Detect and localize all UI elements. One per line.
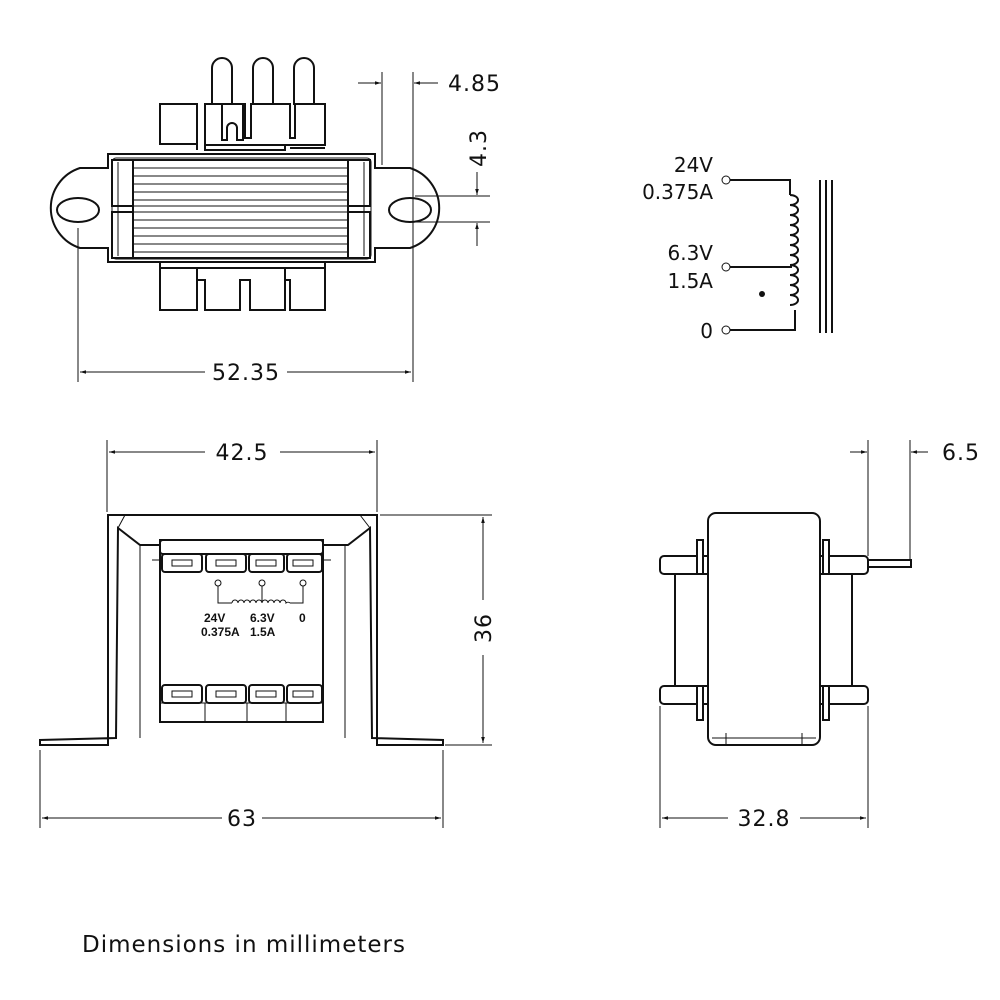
terminal-24v bbox=[721, 175, 731, 185]
dimension-32-8: 32.8 bbox=[659, 706, 869, 832]
dim-label-36: 36 bbox=[472, 613, 497, 643]
dim-label-63: 63 bbox=[227, 807, 257, 832]
core-lines bbox=[819, 180, 833, 333]
tap2-voltage: 6.3V bbox=[668, 241, 714, 265]
core-side bbox=[707, 512, 821, 746]
lamination-lines bbox=[133, 167, 348, 253]
dim-label-4-85: 4.85 bbox=[448, 72, 501, 97]
front-bracket bbox=[39, 514, 444, 746]
front-label-15a: 1.5A bbox=[250, 625, 276, 639]
tap1-current: 0.375A bbox=[642, 180, 713, 204]
dimension-63: 63 bbox=[39, 750, 444, 832]
units-note: Dimensions in millimeters bbox=[82, 932, 406, 958]
front-label-24v: 24V bbox=[204, 611, 225, 625]
front-label-0: 0 bbox=[299, 611, 306, 625]
dimension-6-5: 6.5 bbox=[850, 440, 980, 560]
left-mounting-slot bbox=[56, 197, 100, 223]
dimension-4-85: 4.85 bbox=[358, 72, 501, 165]
bottom-terminals bbox=[161, 684, 323, 704]
front-label-0375a: 0.375A bbox=[201, 625, 240, 639]
winding-coil-icon bbox=[789, 194, 799, 306]
right-mounting-slot bbox=[388, 197, 432, 223]
side-view: 6.5 32.8 bbox=[659, 440, 980, 832]
dimension-36: 36 bbox=[380, 514, 497, 746]
dimension-4-3: 4.3 bbox=[415, 129, 492, 246]
terminal-pin bbox=[867, 559, 912, 568]
top-terminals bbox=[161, 553, 323, 573]
dimension-42-5: 42.5 bbox=[106, 440, 378, 512]
polarity-dot bbox=[759, 291, 765, 297]
tap1-voltage: 24V bbox=[674, 153, 713, 177]
tap3-label: 0 bbox=[700, 319, 713, 343]
dim-label-52-35: 52.35 bbox=[212, 361, 280, 386]
dim-label-6-5: 6.5 bbox=[942, 441, 980, 466]
dim-label-32-8: 32.8 bbox=[738, 807, 791, 832]
top-view: 52.35 4.85 4.3 bbox=[49, 57, 501, 386]
schematic: 24V 0.375A 6.3V 1.5A 0 bbox=[642, 153, 833, 343]
dim-label-42-5: 42.5 bbox=[216, 441, 269, 466]
terminal-0 bbox=[721, 325, 731, 335]
tap2-current: 1.5A bbox=[668, 269, 714, 293]
terminal-6v3 bbox=[721, 262, 731, 272]
dimension-52-35: 52.35 bbox=[77, 72, 414, 386]
front-view: 24V 0.375A 6.3V 1.5A 0 42.5 36 bbox=[39, 440, 497, 832]
core-laminations bbox=[132, 159, 349, 259]
bottom-blocks bbox=[159, 262, 326, 311]
front-schematic: 24V 0.375A 6.3V 1.5A 0 bbox=[201, 579, 307, 639]
top-pins bbox=[159, 57, 326, 151]
dim-label-4-3: 4.3 bbox=[467, 129, 492, 167]
front-label-63v: 6.3V bbox=[250, 611, 275, 625]
